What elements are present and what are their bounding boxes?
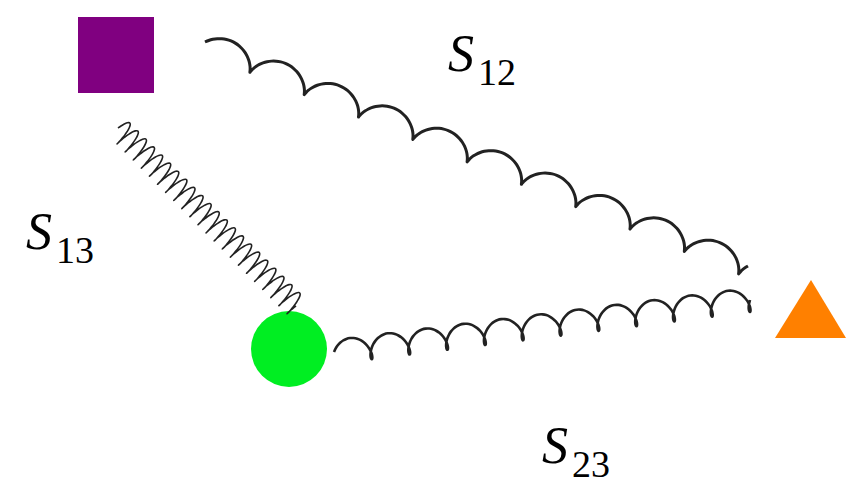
green-circle bbox=[251, 311, 327, 387]
orange-triangle bbox=[775, 280, 846, 338]
spring-coil bbox=[205, 39, 748, 274]
spring-coil bbox=[334, 291, 751, 360]
spring-label: S12 bbox=[448, 28, 516, 80]
spring-coil bbox=[117, 123, 300, 314]
spring-label: S23 bbox=[542, 420, 610, 472]
purple-square bbox=[78, 17, 154, 93]
spring-label: S13 bbox=[26, 206, 94, 258]
